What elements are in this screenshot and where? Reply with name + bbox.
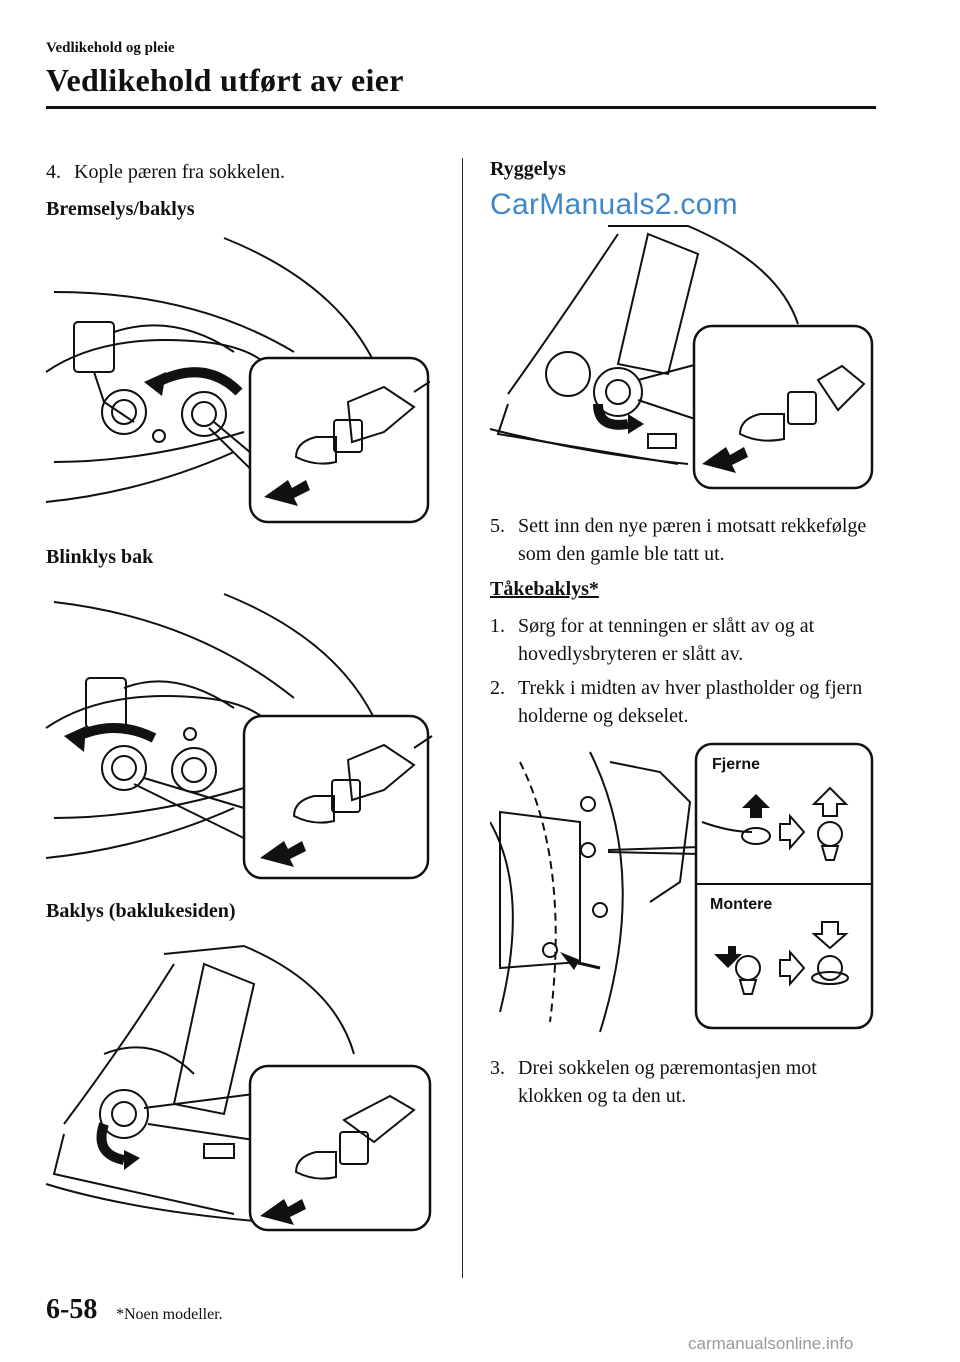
step-number: 3. xyxy=(490,1057,505,1079)
step-3: 3. Drei sokkelen og pæremontasjen mot kl… xyxy=(490,1054,880,1110)
watermark-text: CarManuals2.com xyxy=(490,188,738,221)
heading-rear-turn-signal: Blinklys bak xyxy=(46,546,154,568)
reverse-light-illustration xyxy=(489,225,874,490)
heading-rear-fog-light: Tåkebaklys* xyxy=(490,578,599,600)
heading-reverse-light: Ryggelys xyxy=(490,158,566,180)
rear-hatch-light-illustration xyxy=(45,944,432,1232)
step-text: Drei sokkelen og pæremontasjen mot klokk… xyxy=(518,1057,817,1107)
step-text: Sørg for at tenningen er slått av og at … xyxy=(518,615,815,665)
page-number: 6-58 xyxy=(46,1294,98,1325)
footnote: *Noen modeller. xyxy=(116,1306,223,1323)
heading-rear-hatch-light: Baklys (baklukesiden) xyxy=(46,900,236,922)
fog-step-1: 1. Sørg for at tenningen er slått av og … xyxy=(490,612,880,668)
fog-light-clip-illustration xyxy=(490,742,874,1033)
brake-tail-light-illustration xyxy=(45,237,431,524)
step-4: 4. Kople pæren fra sokkelen. xyxy=(46,158,446,186)
column-divider xyxy=(462,158,463,1278)
step-text: Sett inn den nye pæren i motsatt rekkefø… xyxy=(518,515,867,565)
step-text: Trekk i midten av hver plastholder og fj… xyxy=(518,677,863,727)
step-number: 1. xyxy=(490,615,505,637)
heading-brake-tail-light: Bremselys/baklys xyxy=(46,198,195,220)
step-number: 5. xyxy=(490,515,505,537)
step-number: 2. xyxy=(490,677,505,699)
page-title: Vedlikehold utført av eier xyxy=(46,62,404,98)
header-rule xyxy=(46,106,876,109)
step-number: 4. xyxy=(46,161,61,183)
fig-label-install: Montere xyxy=(710,896,773,913)
footer-site-watermark: carmanualsonline.info xyxy=(688,1334,854,1353)
section-label: Vedlikehold og pleie xyxy=(46,40,175,56)
rear-turn-signal-illustration xyxy=(45,593,433,880)
fig-label-remove: Fjerne xyxy=(712,756,761,773)
step-5: 5. Sett inn den nye pæren i motsatt rekk… xyxy=(490,512,880,568)
fog-step-2: 2. Trekk i midten av hver plastholder og… xyxy=(490,674,880,730)
step-text: Kople pæren fra sokkelen. xyxy=(74,161,286,183)
